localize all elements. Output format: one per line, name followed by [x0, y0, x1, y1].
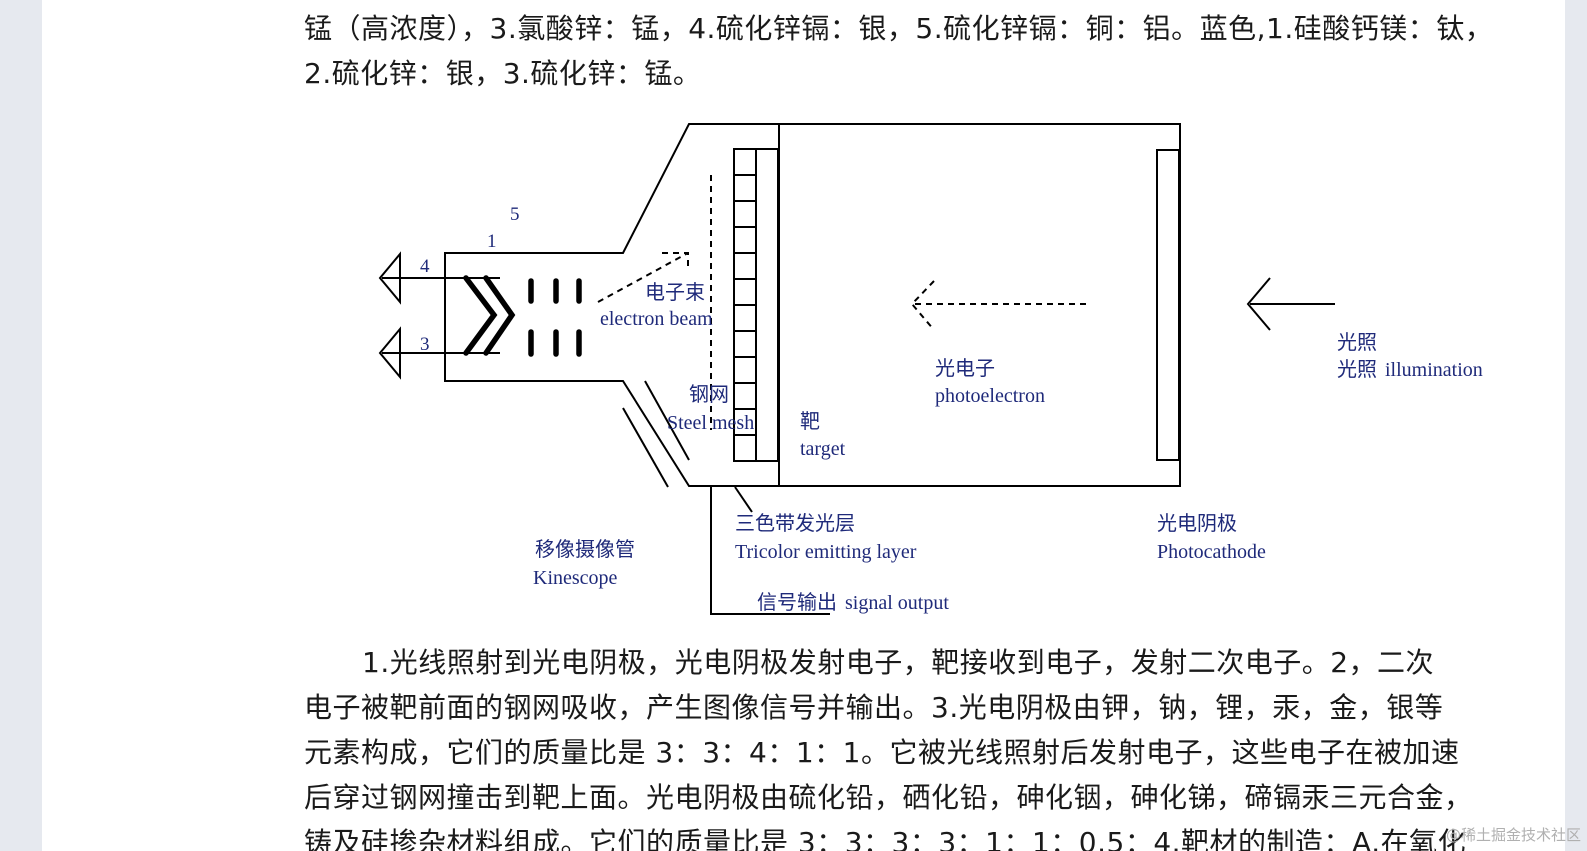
photocathode-label-en: Photocathode: [1157, 541, 1266, 563]
label-num-1: 1: [487, 231, 497, 252]
input-arrow-3: [378, 326, 401, 380]
photoelectron-arrow-head: [910, 280, 935, 331]
tricolor-label-cn: 三色带发光层: [735, 512, 855, 535]
kinescope-label-cn: 移像摄像管: [535, 538, 635, 561]
text-line: 电子被靶前面的钢网吸收，产生图像信号并输出。3.光电阴极由钾，钠，锂，汞，金，银…: [304, 691, 1444, 724]
steel-mesh-label-en: Steel mesh: [667, 412, 754, 434]
illumination-arrow-head: [1246, 277, 1271, 331]
deflector-line: [622, 407, 669, 488]
photoelectron-label-cn: 光电子: [935, 357, 995, 380]
label-num-5: 5: [510, 204, 520, 225]
text-line: 元素构成，它们的质量比是 3：3：4：1：1。它被光线照射后发射电子，这些电子在…: [304, 736, 1460, 769]
signal-output-label-cn: 信号输出: [757, 591, 837, 614]
kinescope-label-en: Kinescope: [533, 567, 618, 589]
gun-tube-outline: [444, 123, 1181, 487]
electron-beam-label-cn: 电子束: [645, 281, 705, 304]
photocathode-plate: [1156, 149, 1180, 461]
gun-chevron: [463, 275, 498, 356]
electron-beam-label-en: electron beam: [600, 308, 713, 330]
tricolor-pointer-line: [734, 486, 753, 513]
deflector-line: [644, 380, 690, 461]
bottom-paragraph: 1.光线照射到光电阴极，光电阴极发射电子，靶接收到电子，发射二次电子。2，二次 …: [304, 640, 1514, 851]
text-line: 铸及硅掺杂材料组成。它们的质量比是 3：3：3：3：1：1：0.5：4.靶材的制…: [304, 826, 1467, 851]
illumination-label-cn-2: 光照: [1337, 358, 1377, 381]
signal-output-wire: [710, 487, 830, 615]
text-line: 2.硫化锌：银，3.硫化锌：锰。: [304, 57, 702, 90]
gun-chevron: [483, 275, 516, 356]
steel-mesh-label-cn: 钢网: [689, 383, 729, 406]
watermark: @稀土掘金技术社区: [1445, 826, 1581, 844]
input-arrow-4: [378, 251, 401, 305]
photoelectron-label-en: photoelectron: [935, 385, 1045, 407]
text-line: 1.光线照射到光电阴极，光电阴极发射电子，靶接收到电子，发射二次电子。2，二次: [362, 646, 1435, 679]
illumination-label-en: illumination: [1385, 359, 1483, 381]
top-paragraph: 锰（高浓度），3.氯酸锌：锰，4.硫化锌镉：银，5.硫化锌镉：铜：铝。蓝色,1.…: [304, 6, 1514, 96]
text-line: 后穿过钢网撞击到靶上面。光电阴极由硫化铅，硒化铅，砷化铟，砷化锑，碲镉汞三元合金…: [304, 781, 1473, 814]
tricolor-label-en: Tricolor emitting layer: [735, 541, 917, 563]
illumination-label-cn: 光照: [1337, 331, 1377, 354]
electron-beam-arrow-head: [662, 252, 689, 268]
text-line: 锰（高浓度），3.氯酸锌：锰，4.硫化锌镉：银，5.硫化锌镉：铜：铝。蓝色,1.…: [304, 12, 1494, 45]
target-backing: [755, 148, 779, 462]
target-label-cn: 靶: [800, 410, 820, 433]
document-page: 锰（高浓度），3.氯酸锌：锰，4.硫化锌镉：银，5.硫化锌镉：铜：铝。蓝色,1.…: [42, 0, 1565, 851]
label-num-3: 3: [420, 334, 430, 355]
target-grid: [734, 174, 756, 436]
photocathode-label-cn: 光电阴极: [1157, 512, 1237, 535]
target-label-en: target: [800, 438, 846, 460]
signal-output-label-en: signal output: [845, 592, 949, 614]
label-num-4: 4: [420, 256, 430, 277]
